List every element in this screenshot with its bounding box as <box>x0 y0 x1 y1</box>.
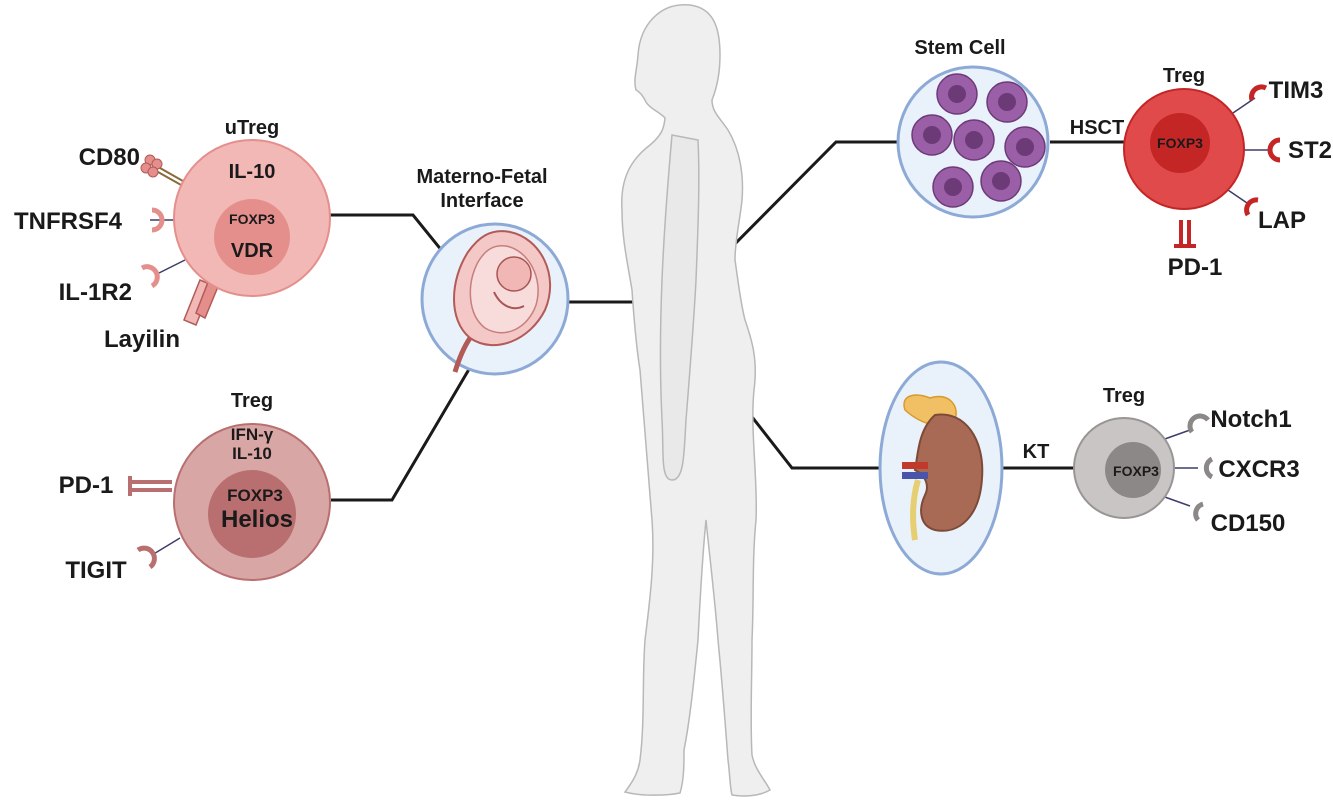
materno-fetal-interface: Materno-Fetal Interface <box>416 166 570 376</box>
treg-kt-receptor-notch1: Notch1 <box>1210 406 1291 433</box>
treg-hsct-receptor-st2: ST2 <box>1288 137 1332 164</box>
stem-cell-cluster: Stem Cell HSCT <box>896 37 1124 219</box>
utreg-cytokine: IL-10 <box>229 161 276 183</box>
il1r2-receptor-icon <box>140 259 186 289</box>
treg-kt-receptor-cxcr3: CXCR3 <box>1218 456 1299 483</box>
treg-kt-nucleus-label: FOXP3 <box>1113 463 1159 479</box>
fetus-icon <box>452 230 551 373</box>
utreg-receptor-layilin: Layilin <box>104 326 180 353</box>
treg-hsct-nucleus-label: FOXP3 <box>1157 135 1203 151</box>
cxcr3-receptor-icon <box>1170 456 1214 480</box>
notch1-receptor-icon <box>1161 413 1210 441</box>
treg-kt-cell: Treg FOXP3 Notch1 CXCR3 CD150 <box>1073 385 1300 537</box>
treg-hsct-title: Treg <box>1163 65 1205 87</box>
treg-hsct-cell: Treg FOXP3 TIM3 ST2 LAP PD-1 <box>1123 65 1332 281</box>
utreg-nucleus-line2: VDR <box>231 240 274 262</box>
pd1-receptor-icon <box>128 476 172 496</box>
treg-fetal-cytokine-line1: IFN-γ <box>231 425 274 444</box>
treg-hsct-receptor-pd1: PD-1 <box>1168 254 1223 281</box>
kt-label: KT <box>1023 441 1050 463</box>
utreg-nucleus-line1: FOXP3 <box>229 211 275 227</box>
treg-hsct-receptor-lap: LAP <box>1258 207 1306 234</box>
stem-cell-icons <box>911 73 1046 208</box>
treg-kt-title: Treg <box>1103 385 1145 407</box>
utreg-nucleus <box>214 199 290 275</box>
hsct-label: HSCT <box>1070 117 1124 139</box>
body-arm <box>659 134 700 481</box>
treg-fetal-receptor-tigit: TIGIT <box>65 557 127 584</box>
treg-hsct-receptor-tim3: TIM3 <box>1269 77 1324 104</box>
treg-fetal-nucleus-line1: FOXP3 <box>227 486 283 505</box>
st2-receptor-icon <box>1242 137 1281 163</box>
utreg-cell: uTreg IL-10 FOXP3 VDR CD80 TNFRSF4 IL-1R… <box>14 117 331 353</box>
utreg-receptor-il1r2: IL-1R2 <box>59 279 132 306</box>
treg-fetal-cytokine-line2: IL-10 <box>232 444 272 463</box>
lap-receptor-icon <box>1224 187 1259 217</box>
interface-label-line2: Interface <box>440 190 523 212</box>
kidney-icon <box>902 394 984 541</box>
interface-label-line1: Materno-Fetal <box>416 166 547 188</box>
treg-fetal-title: Treg <box>231 390 273 412</box>
utreg-title: uTreg <box>225 117 279 139</box>
kidney-transplant: KT <box>878 360 1050 576</box>
treg-fetal-nucleus <box>208 470 296 558</box>
treg-kt-receptor-cd150: CD150 <box>1211 510 1286 537</box>
utreg-receptor-cd80: CD80 <box>79 144 140 171</box>
utreg-receptor-tnfrsf4: TNFRSF4 <box>14 208 123 235</box>
body-outline <box>621 4 771 797</box>
treg-fetal-cell: Treg IFN-γ IL-10 FOXP3 Helios PD-1 TIGIT <box>59 390 331 584</box>
stem-cell-title: Stem Cell <box>914 37 1005 59</box>
tim3-receptor-icon <box>1229 84 1268 116</box>
cd150-receptor-icon <box>1161 495 1204 522</box>
treg-kt-nucleus <box>1105 442 1161 498</box>
treg-fetal-nucleus-line2: Helios <box>221 506 293 533</box>
tigit-receptor-icon <box>136 537 181 570</box>
connector-treg-to-interface <box>331 336 490 502</box>
connector-body-to-stem <box>711 140 897 268</box>
treg-hsct-nucleus <box>1150 113 1210 173</box>
treg-fetal-receptor-pd1: PD-1 <box>59 472 114 499</box>
pd1-hsct-receptor-icon <box>1174 220 1196 248</box>
human-body-silhouette <box>621 4 771 797</box>
